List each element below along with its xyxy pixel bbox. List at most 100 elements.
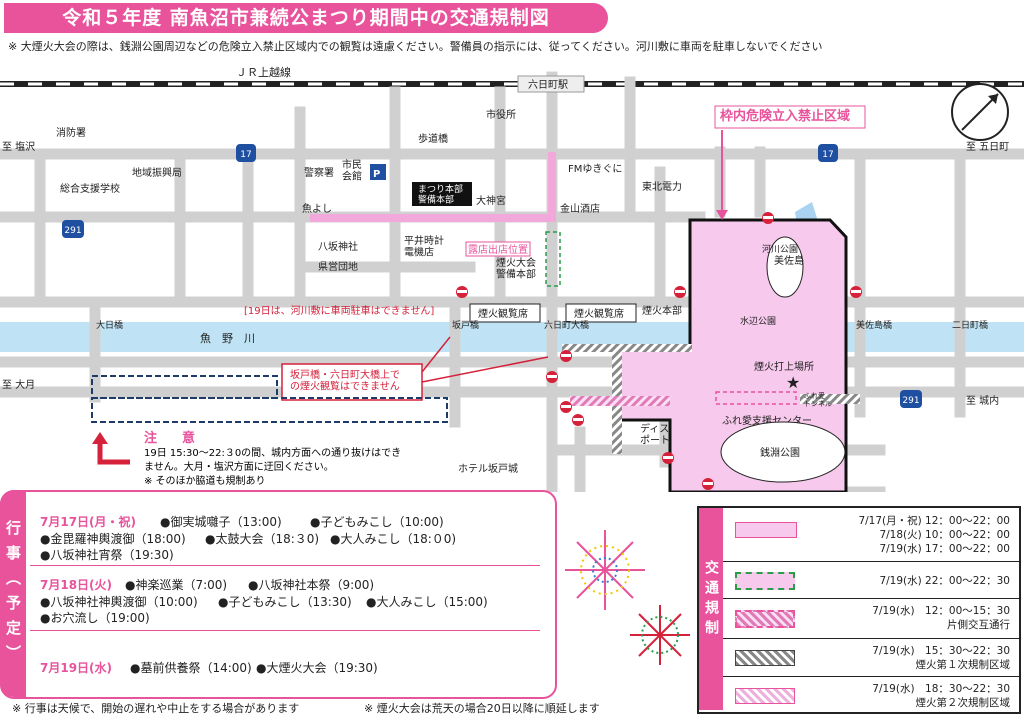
no-entry-icons	[456, 212, 862, 490]
event-item: ●大人みこし（15:00)	[366, 595, 488, 609]
railway-label: ＪＲ上越線	[236, 65, 291, 79]
road-label-shiroyama: 至 城内	[966, 394, 999, 407]
place-kawaisu-trail: ふれ愛トンネル	[804, 391, 832, 408]
place-misashima: 美佐島	[774, 254, 804, 267]
legend-text: 7/19(水) 12：00～15：30	[872, 605, 1010, 617]
viewing-seats-2-box	[565, 303, 637, 323]
caution-title: 注 意	[144, 430, 201, 446]
callout-no-viewing: 坂戸橋・六日町大橋上での煙火観覧はできません	[290, 368, 400, 393]
event-item: ●大人みこし（18:０0)	[330, 532, 457, 546]
legend-divider	[723, 638, 1019, 639]
footer-note-postpone: ※ 煙火大会は荒天の場合20日以降に順延します	[364, 702, 600, 715]
place-zenbuchi: 銭淵公園	[760, 446, 800, 459]
zenbuchi-ellipse	[720, 421, 846, 483]
regulated-road-north	[548, 152, 556, 222]
place-fire-station: 消防署	[56, 126, 86, 139]
route-shield-291-west: 291	[62, 220, 84, 238]
parking-icon	[370, 164, 386, 180]
bridge-sakado: 坂戸橋	[452, 319, 479, 331]
event-item: ●子どもみこし（10:00)	[310, 515, 444, 529]
launch-star-icon: ★	[786, 373, 800, 392]
green-regulated-segment	[545, 231, 561, 287]
callout-no-parking: [19日は、河川敷に車両駐車はできません]	[244, 304, 434, 317]
place-hachisaka: 八坂神社	[318, 240, 358, 253]
legend-text: 片側交互通行	[947, 619, 1010, 631]
events-side-label: 行事（予定）	[4, 520, 22, 670]
viewing-seats-1-box	[469, 303, 541, 323]
callout-arrow-1	[421, 336, 451, 373]
caution-arrow-head	[92, 432, 108, 444]
event-item: ●金毘羅神輿渡御（18:00)	[40, 532, 186, 546]
callout-box	[281, 363, 423, 401]
footer-note-weather: ※ 行事は天候で、開始の遅れや中止をする場合があります	[12, 702, 300, 715]
caution-line-3: ※ そのほか脇道も規制あり	[144, 474, 266, 487]
traffic-map[interactable]: 枠内危険立入禁止区域 17 17 291 291 ＪＲ上越線 六日町駅 至 塩沢…	[0, 52, 1024, 492]
place-kinzan: 金山酒店	[560, 202, 600, 215]
notice-text: ※ 大煙火大会の際は、銭淵公園周辺などの危険立入禁止区域内での観覧は遠慮ください…	[8, 40, 823, 53]
place-general-school: 総合支援学校	[60, 182, 120, 195]
route-shield-17-east: 17	[818, 144, 838, 162]
legend-text: 煙火第１次規制区域	[915, 659, 1011, 671]
place-river-park: 河川公園	[762, 243, 798, 255]
caution-arrow-icon	[97, 442, 130, 465]
event-item: ●八坂神社宵祭（19:30)	[40, 548, 174, 562]
route-shield-17-west: 17	[236, 144, 256, 162]
legend-text: 7/18(火) 10：00～22：00	[879, 529, 1010, 541]
detour-box-2	[91, 397, 448, 423]
place-uoyoshi: 魚よし	[302, 202, 332, 215]
place-festival-hq: まつり本部警備本部	[418, 183, 463, 205]
legend-divider	[723, 598, 1019, 599]
event-date-1: 7月17日(月・祝)	[40, 515, 137, 529]
legend-text: 7/19(水) 17：00～22：00	[879, 543, 1010, 555]
place-fireworks-base: 煙火本部	[642, 304, 682, 317]
compass-north-icon	[951, 83, 1009, 141]
misashima-ellipse	[766, 236, 804, 298]
legend-text: 煙火第２次規制区域	[915, 697, 1011, 709]
festival-hq-box	[412, 182, 472, 206]
event-divider	[30, 630, 540, 631]
event-item: ●八坂神社本祭（9:00)	[248, 578, 375, 592]
event-item: ●お穴流し（19:00)	[40, 611, 150, 625]
legend-side-label: 交通規制	[703, 560, 719, 640]
event-item: ●大煙火大会（19:30)	[256, 661, 378, 675]
place-oojingu: 大神宮	[476, 194, 506, 207]
regulated-road-hatch-3	[800, 394, 860, 404]
legend-swatch-hatch-pink	[735, 610, 795, 628]
legend-side-tab	[699, 508, 723, 710]
station-box	[517, 75, 585, 93]
bridge-oyoshi: 大日橋	[96, 319, 123, 331]
fireworks-illustration	[565, 530, 690, 665]
svg-text:17: 17	[240, 150, 251, 160]
legend-swatch-hatch-lightpink	[735, 688, 795, 704]
arrow-down-icon	[716, 210, 728, 220]
event-item: ●子どもみこし（13:30)	[218, 595, 352, 609]
regulated-road-hatch-2	[562, 344, 692, 352]
road-label-oomaki: 至 大月	[2, 378, 35, 391]
road-label-itsukamachi: 至 五日町	[966, 141, 1009, 153]
regulated-road-hatch-pink	[570, 396, 670, 406]
danger-zone-label: 枠内危険立入禁止区域	[720, 108, 850, 124]
place-tohoku: 東北電力	[642, 180, 682, 193]
callout-arrow-2	[421, 356, 549, 383]
place-police: 警察署	[304, 166, 334, 179]
bridge-rokunichi: 六日町大橋	[544, 319, 589, 331]
place-launch: 煙火打上場所	[754, 360, 814, 373]
place-citizen-hall: 市民会館	[342, 158, 362, 183]
svg-text:P: P	[373, 169, 380, 180]
road-label-shiozawa: 至 塩沢	[2, 140, 35, 153]
bridge-misashima: 美佐島橋	[856, 319, 892, 331]
legend-swatch-hatch-gray	[735, 650, 795, 666]
event-divider	[30, 565, 540, 566]
route-shield-291-east: 291	[900, 390, 922, 408]
svg-text:291: 291	[64, 226, 81, 236]
caution-line-1: 19日 15:30～22:３0の間、城内方面への通り抜けはでき	[144, 446, 401, 459]
svg-text:291: 291	[902, 396, 919, 406]
caution-line-2: ません。大月・塩沢方面に迂回ください。	[144, 460, 334, 473]
event-item: ●墓前供養祭（14:00)	[130, 661, 252, 675]
place-city-hall: 市役所	[486, 108, 516, 121]
legend-divider	[723, 561, 1019, 562]
event-date-2: 7月18日(火)	[40, 578, 113, 592]
place-hotel: ホテル坂戸城	[458, 463, 518, 475]
place-viewing-2: 煙火観覧席	[574, 307, 624, 320]
place-hirai: 平井時計電機店	[404, 234, 444, 259]
